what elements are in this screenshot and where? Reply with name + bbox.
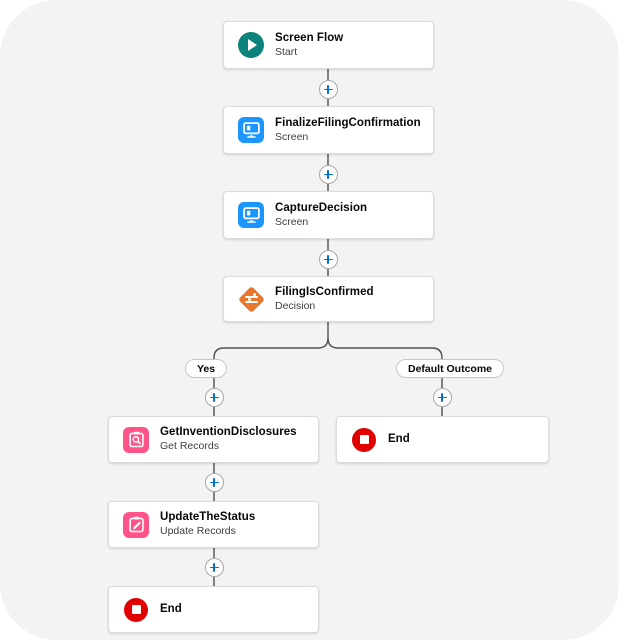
node-start-title: Screen Flow: [275, 31, 344, 44]
add-element-button-yes-branch[interactable]: [204, 388, 224, 407]
node-getrecords-subtitle: Get Records: [160, 440, 219, 453]
node-end-default-outcome[interactable]: End: [336, 416, 549, 463]
branch-label-default-text: Default Outcome: [408, 362, 493, 375]
monitor-glyph: [242, 207, 260, 223]
add-element-button-after-finalize[interactable]: [318, 165, 338, 184]
node-finalize-subtitle: Screen: [275, 130, 309, 143]
node-finalize-title: FinalizeFilingConfirmation: [275, 116, 421, 129]
end-stop-icon: [351, 427, 377, 453]
add-element-button-default-branch[interactable]: [432, 388, 452, 407]
node-getrecords-title: GetInventionDisclosures: [160, 426, 297, 439]
node-filing-is-confirmed[interactable]: FilingIsConfirmed Decision: [223, 276, 434, 322]
clipboard-search-glyph: [128, 431, 144, 448]
screen-icon: [238, 202, 264, 228]
branch-label-yes[interactable]: Yes: [185, 359, 228, 378]
node-decision-subtitle: Decision: [275, 299, 316, 312]
screen-icon: [238, 117, 264, 143]
update-records-icon: [123, 511, 149, 538]
branch-label-yes-text: Yes: [197, 362, 216, 375]
branch-label-default-outcome[interactable]: Default Outcome: [396, 359, 505, 378]
node-capture-subtitle: Screen: [275, 215, 309, 228]
clipboard-pencil-glyph: [128, 516, 144, 533]
add-element-button-after-capture[interactable]: [318, 250, 338, 269]
get-records-icon: [123, 426, 149, 453]
node-finalize-filing-confirmation[interactable]: FinalizeFilingConfirmation Screen: [223, 106, 434, 154]
node-start-subtitle: Start: [275, 45, 298, 58]
node-capture-title: CaptureDecision: [275, 201, 368, 214]
end-stop-icon: [123, 597, 149, 623]
decision-diamond-icon: [237, 285, 265, 313]
add-element-button-after-update[interactable]: [204, 558, 224, 577]
node-updaterecords-subtitle: Update Records: [160, 525, 236, 538]
node-end-yes-branch[interactable]: End: [108, 586, 319, 633]
node-updaterecords-title: UpdateTheStatus: [160, 511, 256, 524]
connector-branch-left: [213, 337, 329, 362]
node-capture-decision[interactable]: CaptureDecision Screen: [223, 191, 434, 239]
node-decision-title: FilingIsConfirmed: [275, 285, 374, 298]
monitor-glyph: [242, 122, 260, 138]
node-end-default-title: End: [388, 433, 410, 446]
node-update-the-status[interactable]: UpdateTheStatus Update Records: [108, 501, 319, 548]
node-end-yes-title: End: [160, 603, 182, 616]
add-element-button-after-getrecords[interactable]: [204, 473, 224, 492]
node-start[interactable]: Screen Flow Start: [223, 21, 434, 69]
play-circle-icon: [238, 32, 264, 58]
add-element-button-after-start[interactable]: [318, 80, 338, 99]
node-get-invention-disclosures[interactable]: GetInventionDisclosures Get Records: [108, 416, 319, 463]
